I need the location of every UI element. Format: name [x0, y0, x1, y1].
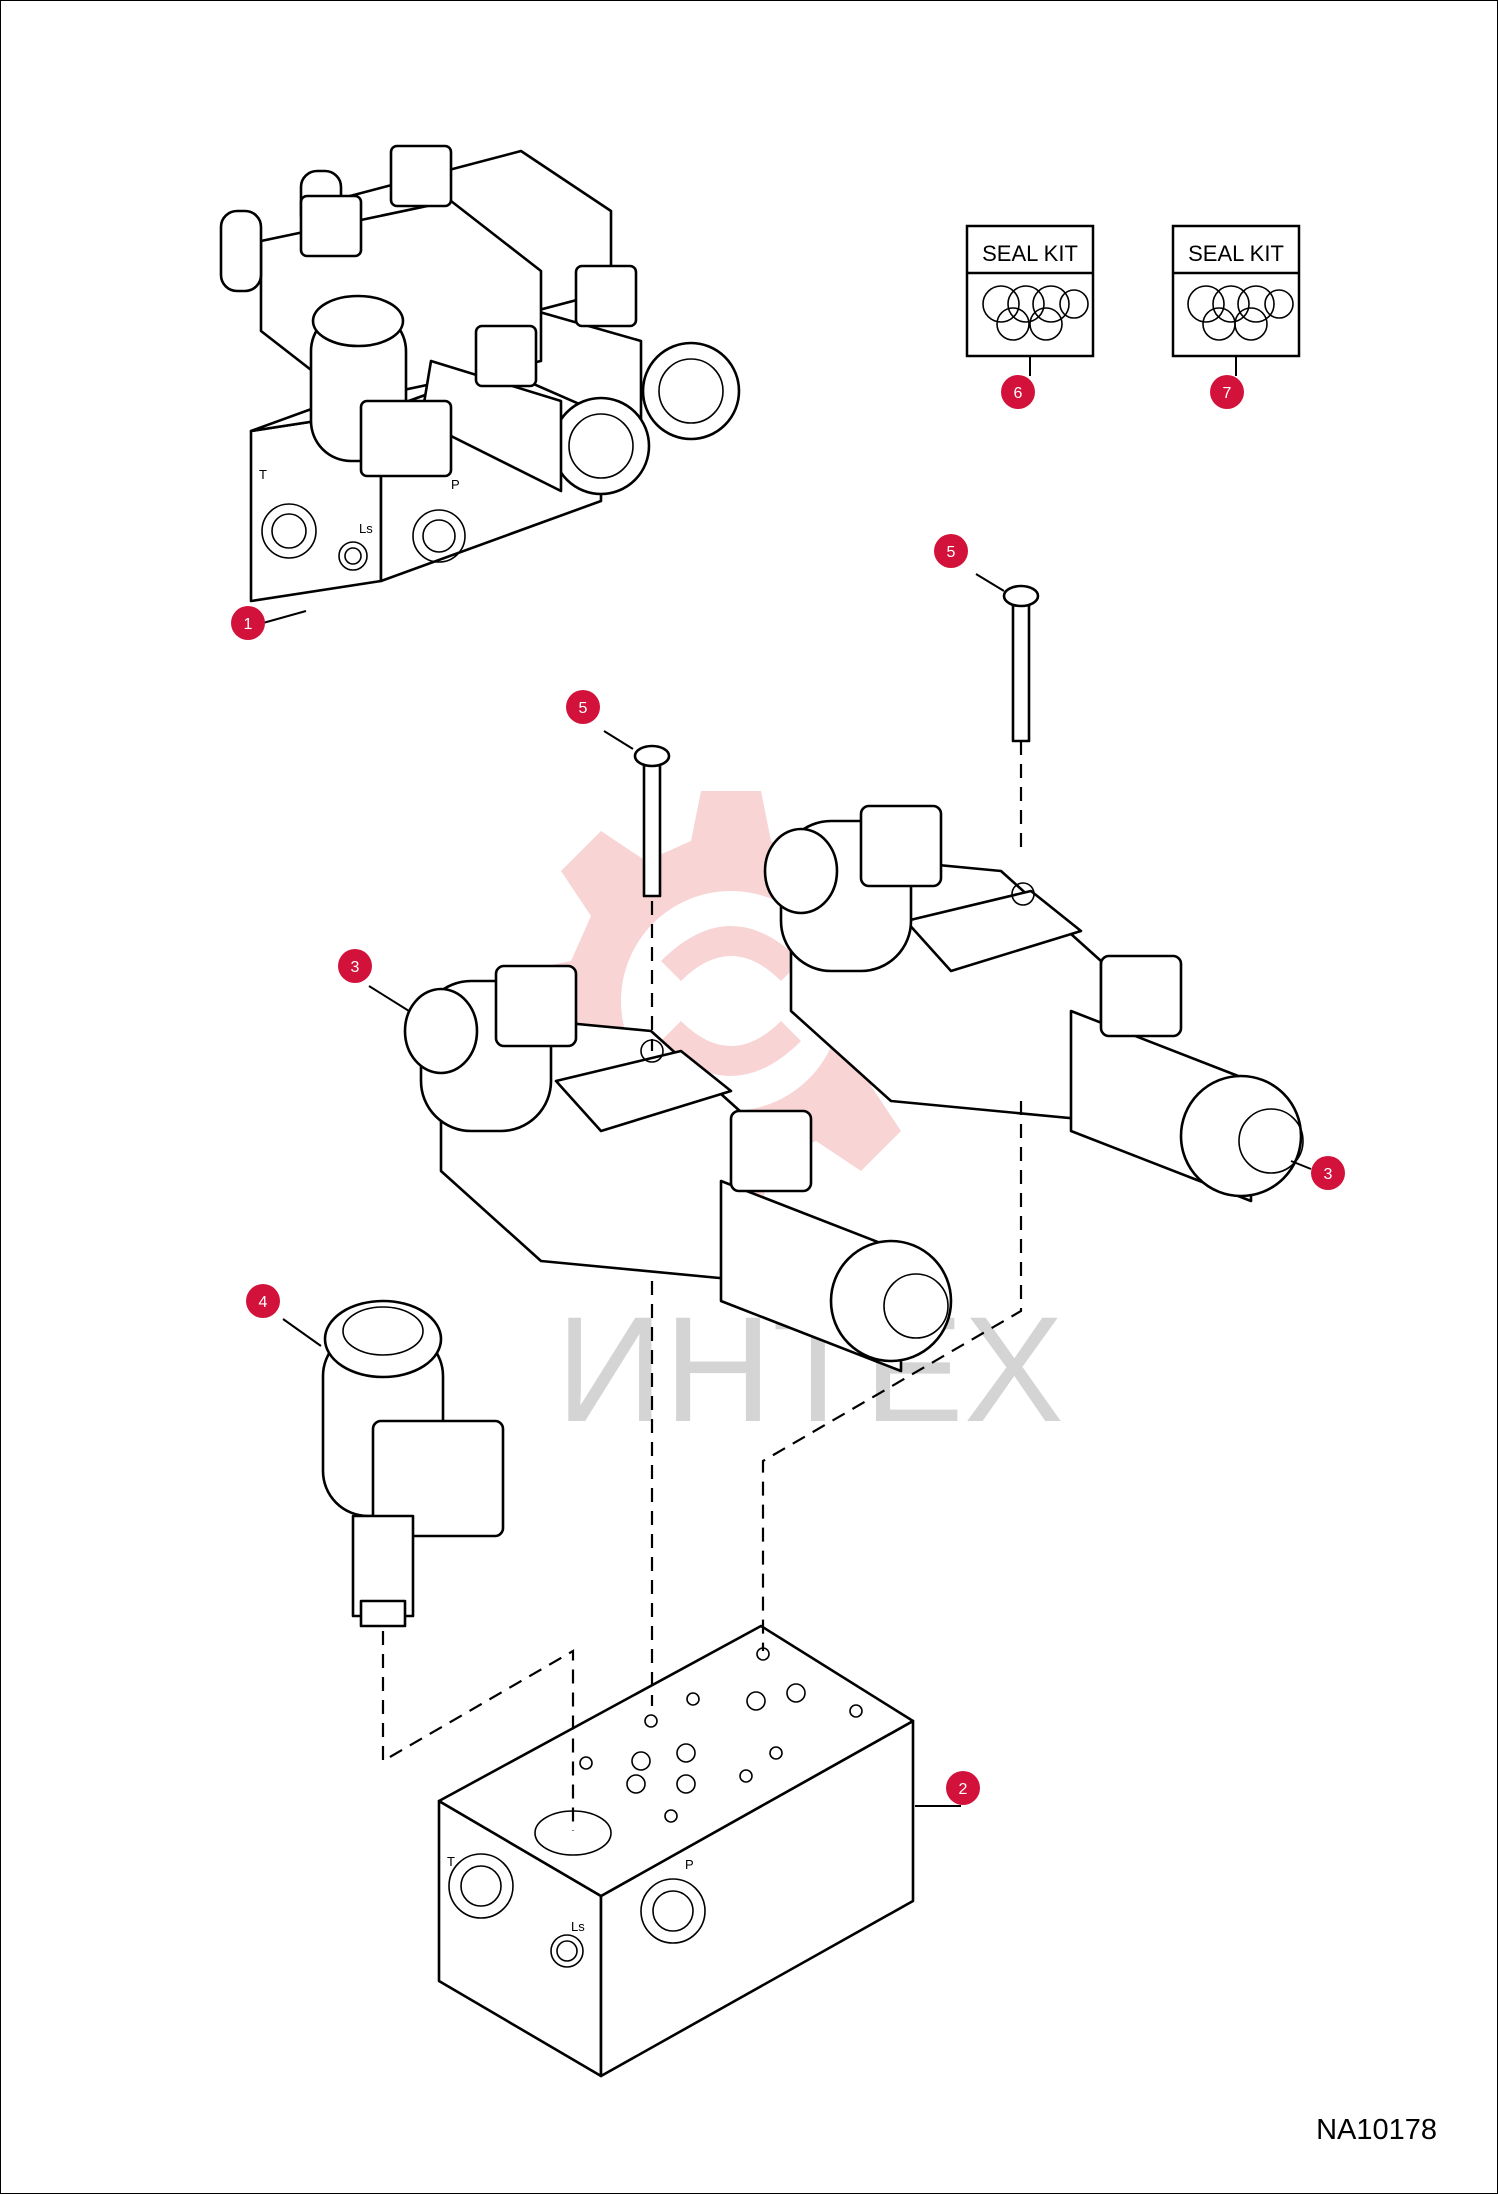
callout-4: 4 — [246, 1284, 322, 1347]
callout-1: 1 — [231, 606, 307, 640]
drawing-code: NA10178 — [1316, 2114, 1437, 2146]
callout-7: 7 — [1210, 375, 1244, 409]
svg-text:1: 1 — [244, 616, 253, 633]
port-label-t: T — [259, 467, 267, 482]
port-label-t-base: T — [447, 1854, 455, 1869]
svg-text:5: 5 — [579, 700, 588, 717]
seal-kit-label-6: SEAL KIT — [982, 241, 1078, 266]
callout-3-left: 3 — [338, 949, 410, 1012]
part-3-valve-right — [763, 804, 1304, 1203]
svg-text:2: 2 — [959, 1781, 968, 1798]
port-label-ls-base: Ls — [571, 1919, 585, 1934]
seal-kit-label-7: SEAL KIT — [1188, 241, 1284, 266]
part-3-valve-left — [403, 964, 953, 1373]
svg-text:6: 6 — [1014, 385, 1023, 402]
port-label-p-base: P — [685, 1857, 694, 1872]
port-label-p: P — [451, 477, 460, 492]
svg-text:3: 3 — [351, 959, 360, 976]
part-5-bolt-right — [1002, 584, 1040, 743]
part-4-cartridge-valve — [321, 1299, 505, 1628]
part-1-valve-assembly: T Ls P — [219, 144, 741, 603]
callout-3-right: 3 — [1290, 1156, 1345, 1190]
callout-5-right: 5 — [934, 534, 1005, 592]
callouts: 1 2 3 3 4 5 5 — [231, 375, 1345, 1807]
svg-text:3: 3 — [1324, 1166, 1333, 1183]
part-2-manifold-block: T Ls P — [437, 1624, 915, 2078]
svg-text:4: 4 — [259, 1294, 268, 1311]
assembly-dashed-lines — [381, 741, 1023, 1831]
part-5-bolt-left — [633, 744, 671, 898]
port-label-ls: Ls — [359, 521, 373, 536]
part-6-seal-kit: SEAL KIT — [965, 224, 1095, 376]
svg-text:7: 7 — [1223, 385, 1232, 402]
part-7-seal-kit: SEAL KIT — [1171, 224, 1301, 376]
callout-5-left: 5 — [566, 690, 634, 750]
callout-6: 6 — [1001, 375, 1035, 409]
callout-2: 2 — [915, 1771, 980, 1807]
svg-text:5: 5 — [947, 544, 956, 561]
